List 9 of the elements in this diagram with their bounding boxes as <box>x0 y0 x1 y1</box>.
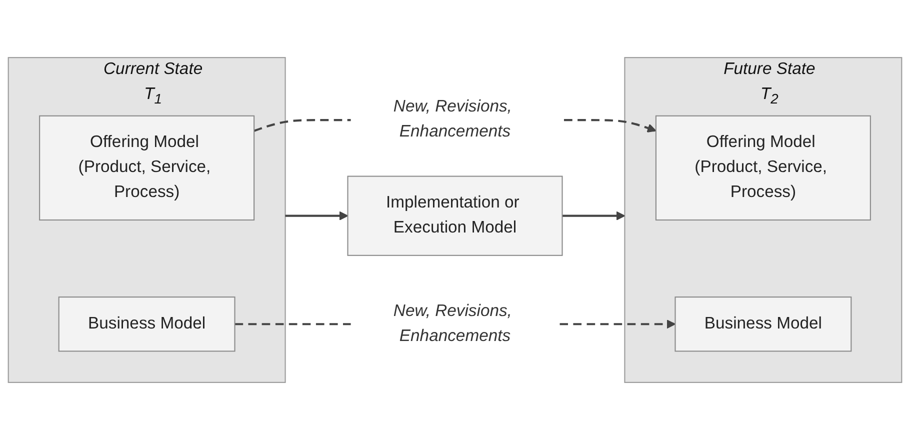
edge-label: New, Revisions, Enhancements <box>393 302 512 345</box>
node-box: Offering Model (Product, Service, Process) <box>39 115 255 221</box>
node-box: Offering Model (Product, Service, Process) <box>655 115 871 221</box>
node-box: Business Model <box>58 296 236 352</box>
node-box: Implementation or Execution Model <box>347 176 563 256</box>
edge-label: New, Revisions, Enhancements <box>393 98 512 141</box>
node-box: Business Model <box>674 296 852 352</box>
arrow <box>562 211 626 220</box>
arrow <box>285 211 348 220</box>
